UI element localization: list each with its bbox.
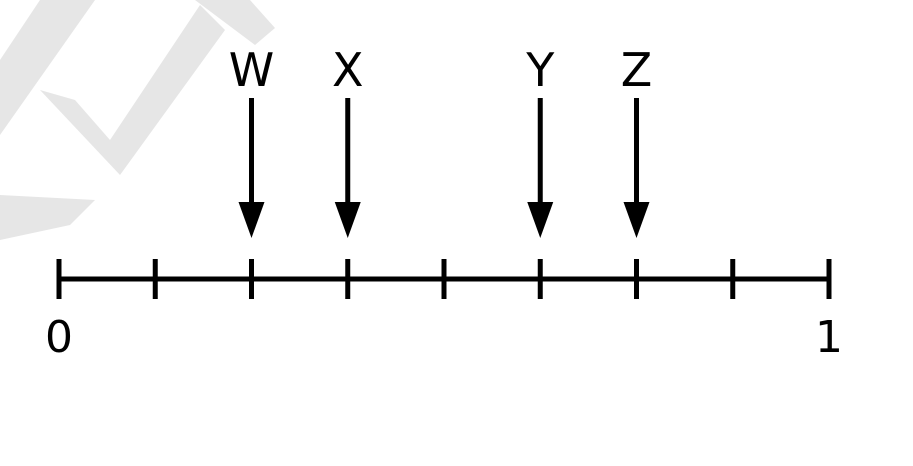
marker-label-x: X (332, 43, 364, 97)
watermark (0, 0, 275, 240)
marker-label-y: Y (525, 43, 555, 97)
marker-arrow-x (334, 98, 361, 238)
end-label: 1 (815, 312, 843, 363)
marker-label-w: W (229, 43, 274, 97)
marker-arrow-y (527, 98, 554, 238)
arrow-head (527, 202, 554, 238)
marker-label-z: Z (621, 43, 653, 97)
marker-arrow-w (238, 98, 265, 238)
start-label: 0 (45, 312, 73, 363)
arrow-head (334, 202, 361, 238)
marker-labels: W X Y Z (229, 43, 653, 97)
marker-arrow-z (623, 98, 650, 238)
arrow-head (238, 202, 265, 238)
marker-arrows (238, 98, 650, 238)
tick-marks (56, 259, 832, 299)
arrow-head (623, 202, 650, 238)
